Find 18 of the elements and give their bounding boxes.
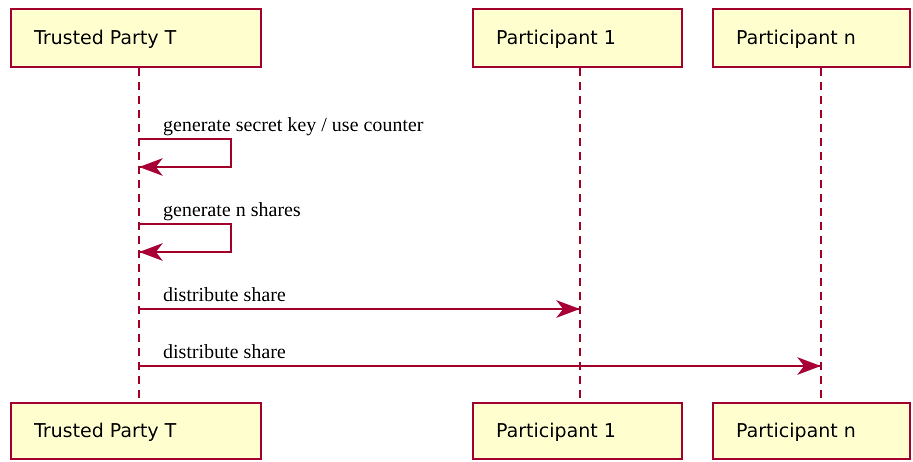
- edge-label: generate secret key / use counter: [163, 114, 424, 136]
- message-arrow: [139, 223, 232, 261]
- participant-name: Participant n: [736, 27, 856, 49]
- participant-name: Participant 1: [496, 27, 616, 49]
- participant-box: [712, 402, 911, 460]
- edge-label: generate n shares: [163, 199, 301, 221]
- participant-name: Participant n: [736, 420, 856, 442]
- participant-name: Trusted Party T: [34, 27, 176, 49]
- message-arrow: [140, 357, 821, 375]
- participant-box: [10, 402, 262, 460]
- participant-box: [712, 8, 911, 68]
- message-arrow: [140, 300, 580, 318]
- participant-name: Trusted Party T: [34, 420, 176, 442]
- participant-name: Participant 1: [496, 420, 616, 442]
- participant-box: [472, 402, 683, 460]
- participant-box: [472, 8, 683, 68]
- participant-box: [10, 8, 262, 68]
- message-arrow: [139, 138, 232, 176]
